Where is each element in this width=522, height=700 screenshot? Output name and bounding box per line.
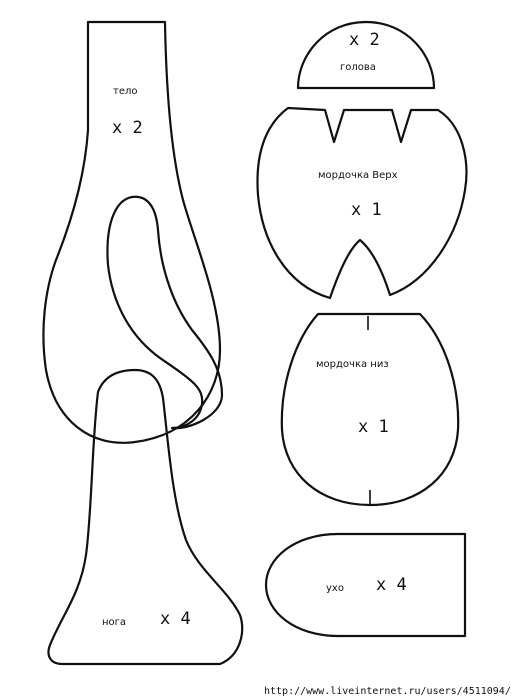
muzzle-top-piece: мордочка Верх х 1 (256, 106, 468, 300)
body-count-label: х 2 (112, 118, 143, 138)
muzzle-bottom-name-label: мордочка низ (316, 359, 389, 370)
body-outline (42, 20, 222, 444)
muzzle-bottom-outline (280, 312, 460, 507)
body-arm-outline (106, 195, 224, 430)
ear-piece: ухо х 4 (264, 532, 467, 638)
ear-count-label: х 4 (376, 575, 407, 595)
muzzle-bottom-piece: мордочка низ х 1 (280, 312, 460, 507)
watermark-url: http://www.liveinternet.ru/users/4511094… (264, 686, 511, 697)
ear-name-label: ухо (326, 583, 344, 594)
head-count-label: х 2 (349, 30, 380, 50)
muzzle-top-name-label: мордочка Верх (318, 170, 398, 181)
head-name-label: голова (340, 62, 376, 73)
leg-outline (47, 368, 244, 666)
leg-name-label: нога (102, 617, 126, 628)
ear-outline (264, 532, 467, 638)
body-name-label: тело (113, 86, 138, 97)
head-outline (296, 20, 436, 90)
leg-count-label: х 4 (160, 609, 191, 629)
muzzle-bottom-count-label: х 1 (358, 417, 389, 437)
head-piece: х 2 голова (296, 20, 436, 90)
leg-piece: нога х 4 (47, 368, 244, 666)
muzzle-top-count-label: х 1 (351, 200, 382, 220)
muzzle-top-outline (256, 106, 468, 300)
body-piece: тело х 2 (42, 20, 224, 444)
